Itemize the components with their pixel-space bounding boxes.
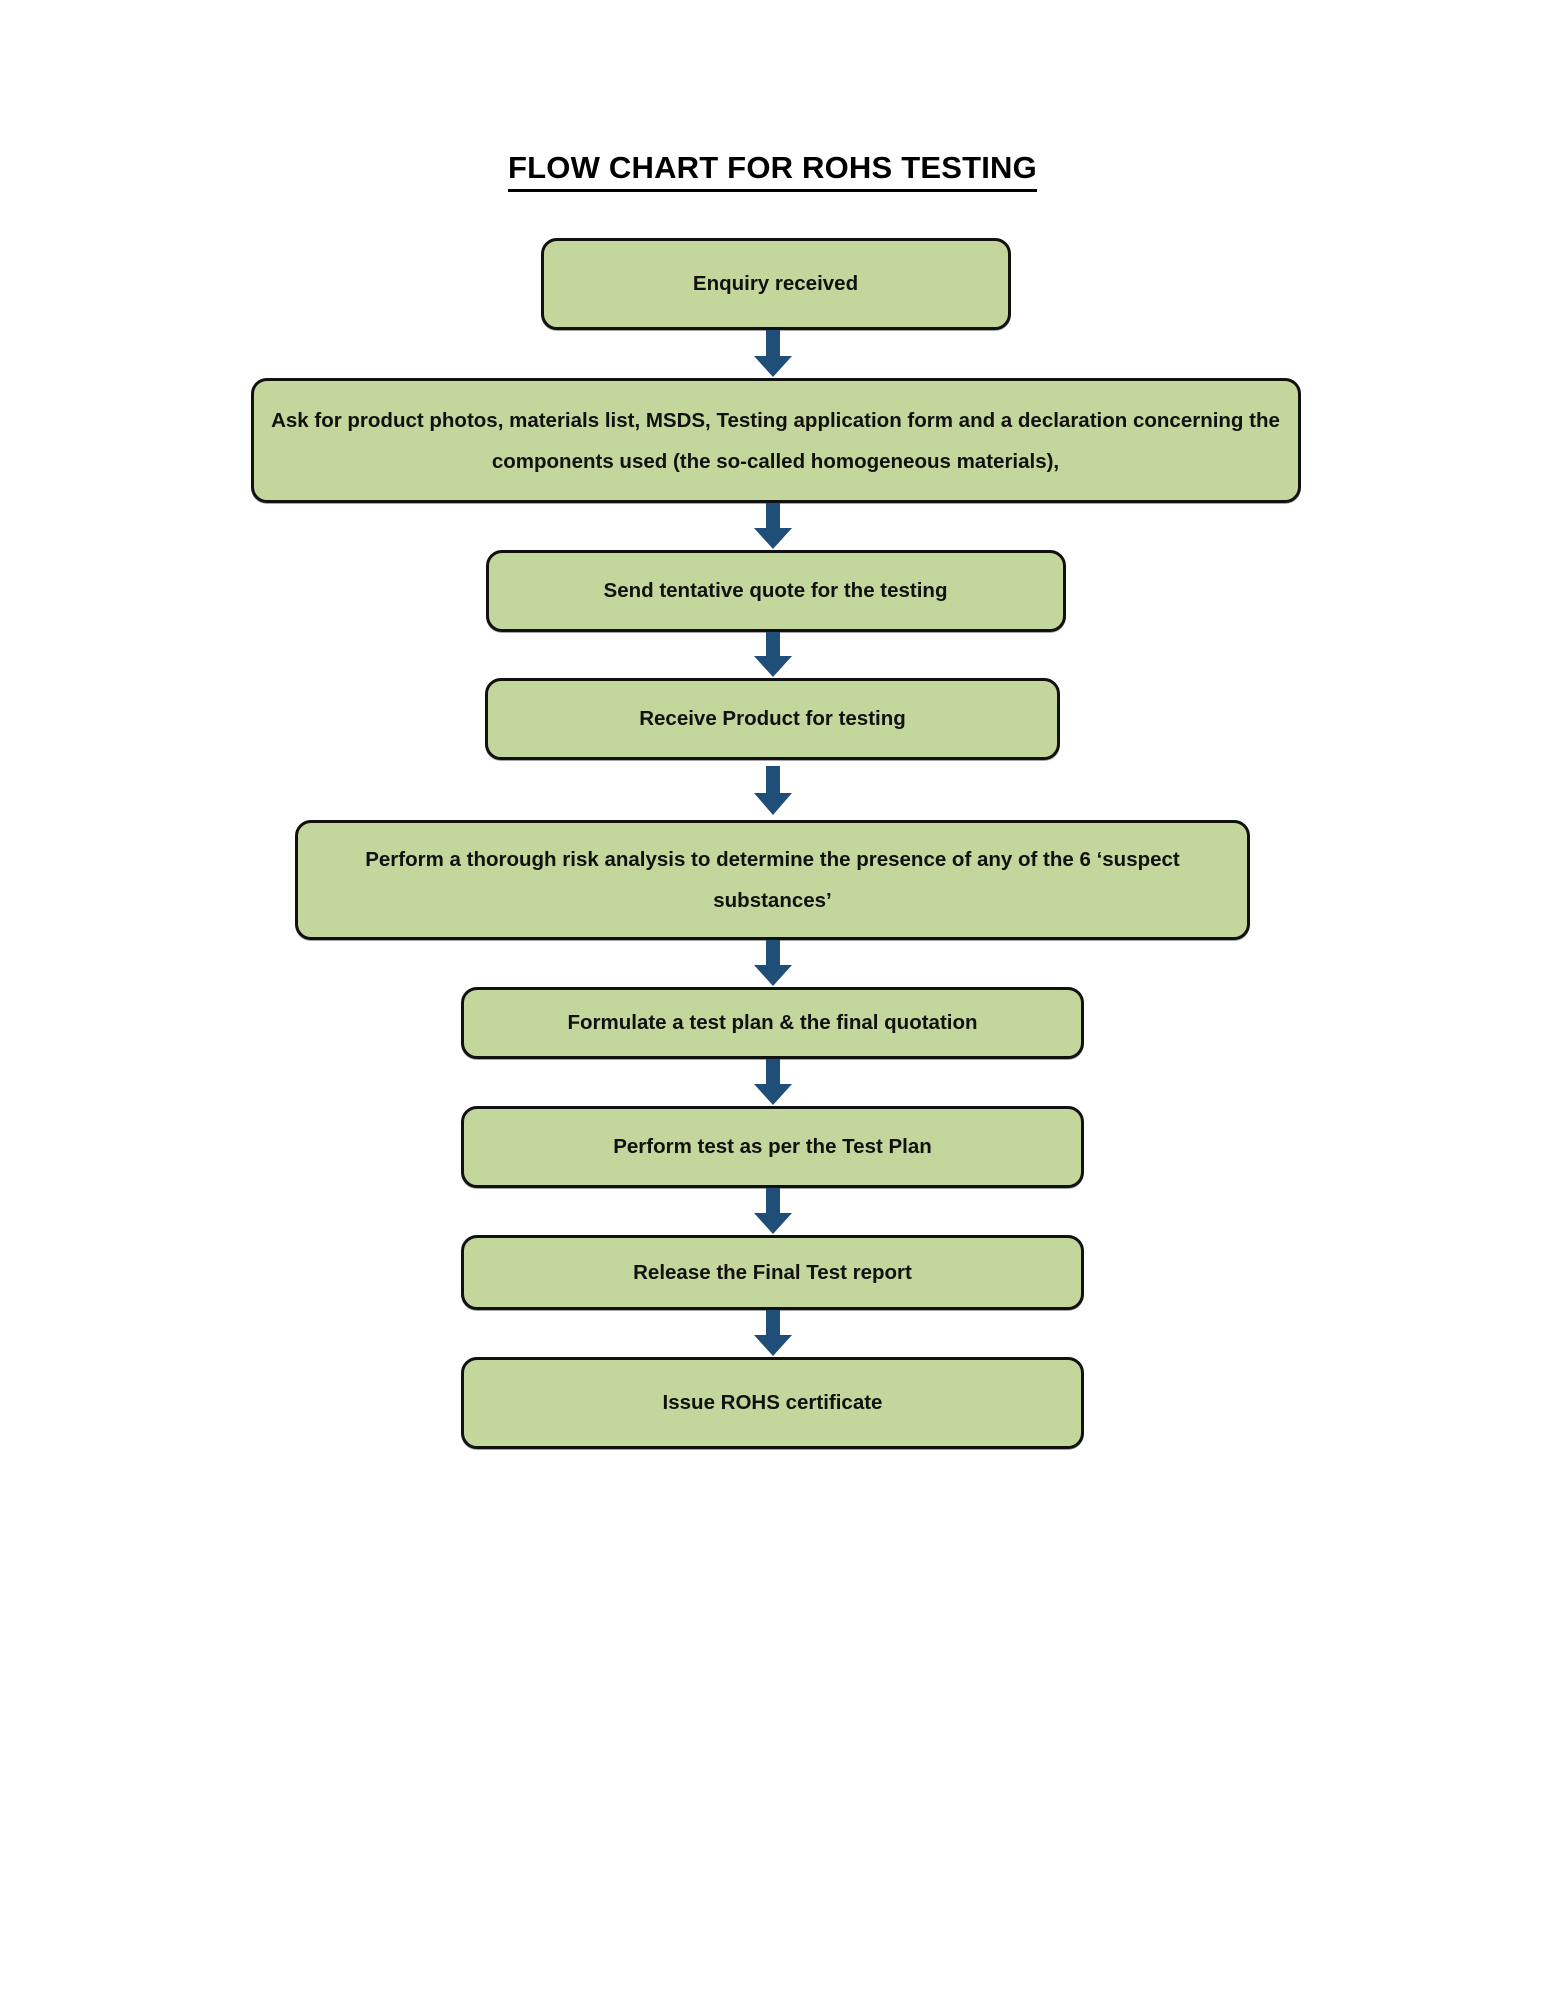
- flow-node-formulate-test-plan[interactable]: Formulate a test plan & the final quotat…: [461, 987, 1084, 1059]
- flow-node-risk-analysis[interactable]: Perform a thorough risk analysis to dete…: [295, 820, 1250, 940]
- flow-node-label: Formulate a test plan & the final quotat…: [567, 1011, 978, 1035]
- flow-node-enquiry-received[interactable]: Enquiry received: [540, 238, 1011, 330]
- flow-arrow-7: [750, 1188, 796, 1235]
- flow-arrow-2: [750, 503, 796, 550]
- flow-node-label: Send tentative quote for the testing: [603, 579, 948, 603]
- flow-node-release-test-report[interactable]: Release the Final Test report: [461, 1235, 1084, 1310]
- flow-arrow-6: [750, 1059, 796, 1106]
- flow-node-label: Ask for product photos, materials list, …: [271, 408, 1280, 473]
- flow-node-label: Perform a thorough risk analysis to dete…: [365, 848, 1180, 912]
- flow-node-issue-rohs-certificate[interactable]: Issue ROHS certificate: [461, 1357, 1084, 1449]
- flow-node-receive-product[interactable]: Receive Product for testing: [485, 678, 1060, 760]
- flow-arrow-4: [750, 760, 796, 820]
- flow-node-label: Release the Final Test report: [633, 1260, 912, 1284]
- flow-node-label: Perform test as per the Test Plan: [613, 1135, 932, 1159]
- flowchart-container: Enquiry received Ask for product photos,…: [0, 238, 1545, 1449]
- flow-arrow-1: [750, 330, 796, 378]
- flow-node-send-tentative-quote[interactable]: Send tentative quote for the testing: [485, 550, 1066, 632]
- flow-node-perform-test[interactable]: Perform test as per the Test Plan: [461, 1106, 1084, 1188]
- flow-node-label: Enquiry received: [692, 272, 859, 296]
- flow-node-label: Issue ROHS certificate: [662, 1391, 883, 1415]
- page-title: FLOW CHART FOR ROHS TESTING: [0, 150, 1545, 192]
- page-title-text: FLOW CHART FOR ROHS TESTING: [508, 150, 1037, 192]
- flow-arrow-8: [750, 1310, 796, 1357]
- flow-node-label: Receive Product for testing: [639, 707, 906, 731]
- flow-arrow-5: [750, 940, 796, 987]
- flow-node-ask-for-documents[interactable]: Ask for product photos, materials list, …: [250, 378, 1301, 503]
- flow-arrow-3: [750, 632, 796, 678]
